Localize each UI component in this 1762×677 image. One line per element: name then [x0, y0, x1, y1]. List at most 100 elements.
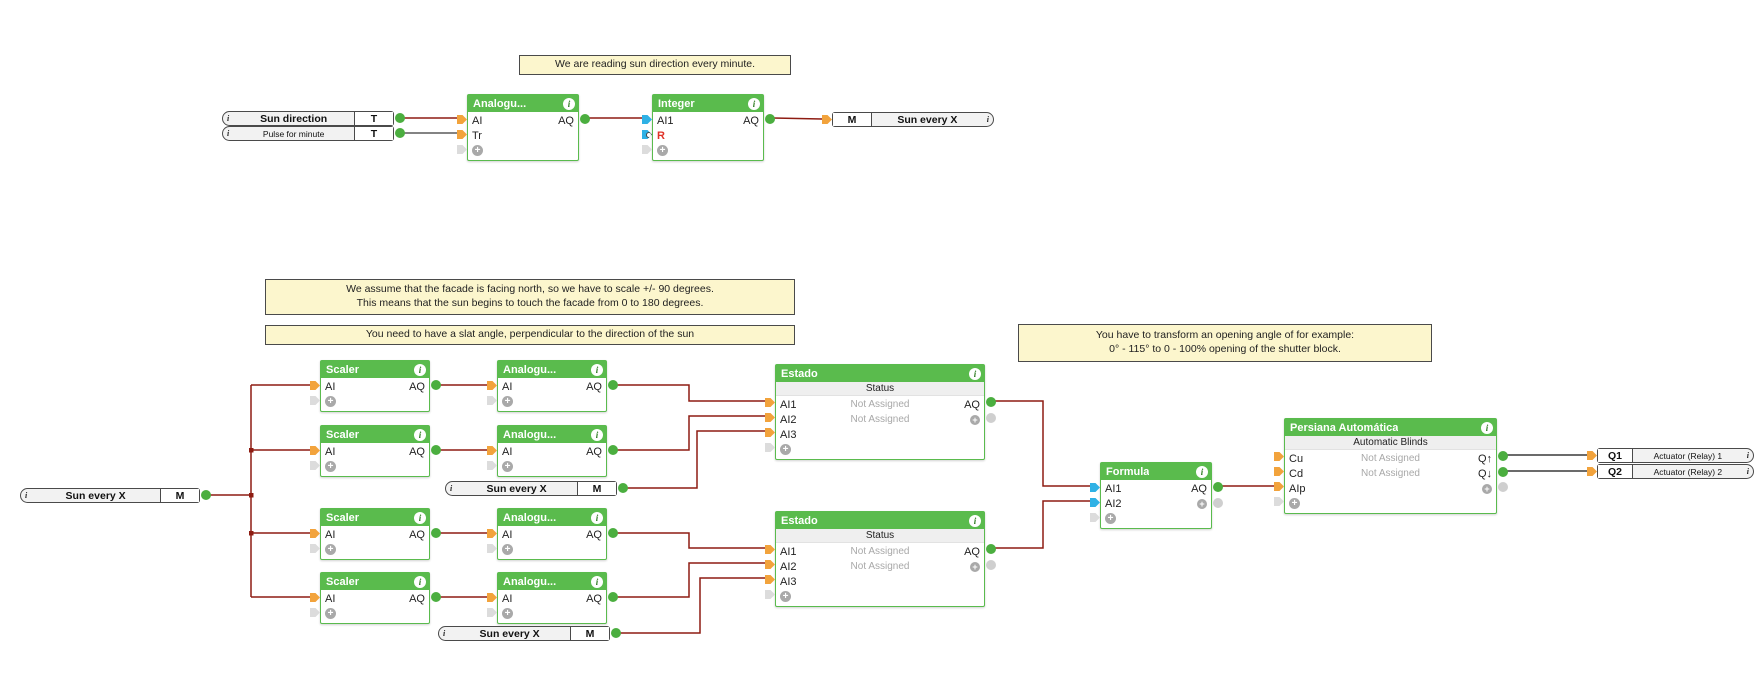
input-connector[interactable]	[310, 381, 320, 390]
info-icon[interactable]: i	[591, 575, 603, 588]
input-connector[interactable]	[487, 446, 497, 455]
info-icon[interactable]: i	[748, 97, 760, 110]
output-connector[interactable]	[765, 114, 775, 124]
pill-sun-direction[interactable]: i Sun direction T	[222, 111, 405, 126]
info-icon[interactable]: i	[591, 511, 603, 524]
input-connector[interactable]	[457, 145, 467, 154]
wire[interactable]	[994, 500, 1090, 549]
input-connector[interactable]	[1274, 497, 1284, 506]
note-slat-angle[interactable]: You need to have a slat angle, perpendic…	[265, 325, 795, 345]
input-connector[interactable]	[765, 560, 775, 569]
input-connector[interactable]	[765, 398, 775, 407]
info-icon[interactable]: i	[969, 367, 981, 380]
input-connector[interactable]	[1274, 467, 1284, 476]
plus-icon[interactable]: +	[657, 145, 668, 156]
plus-icon[interactable]: +	[970, 561, 980, 572]
input-connector[interactable]	[1090, 498, 1100, 507]
input-connector[interactable]	[487, 608, 497, 617]
wire[interactable]	[994, 400, 1090, 487]
input-connector[interactable]	[765, 443, 775, 452]
plus-icon[interactable]: +	[325, 544, 336, 555]
output-connector[interactable]	[1498, 467, 1508, 477]
input-connector[interactable]	[310, 396, 320, 405]
input-connector[interactable]	[310, 529, 320, 538]
plus-icon[interactable]: +	[1289, 498, 1300, 509]
output-connector[interactable]	[608, 445, 618, 455]
output-connector[interactable]	[1498, 482, 1508, 492]
plus-icon[interactable]: +	[1197, 498, 1207, 509]
input-connector[interactable]	[310, 446, 320, 455]
input-connector[interactable]	[487, 396, 497, 405]
output-connector[interactable]	[431, 380, 441, 390]
wire[interactable]	[616, 384, 765, 402]
input-connector[interactable]	[457, 115, 467, 124]
wire[interactable]	[772, 117, 823, 120]
output-connector[interactable]	[608, 380, 618, 390]
input-connector[interactable]	[642, 145, 652, 154]
plus-icon[interactable]: +	[780, 591, 791, 602]
info-icon[interactable]: i	[591, 363, 603, 376]
input-connector-negated[interactable]	[642, 130, 652, 139]
plus-icon[interactable]: +	[970, 414, 980, 425]
output-connector[interactable]	[986, 413, 996, 423]
info-icon[interactable]: i	[969, 514, 981, 527]
output-connector[interactable]	[608, 592, 618, 602]
input-connector[interactable]	[487, 461, 497, 470]
pill-actuator-relay-1[interactable]: Q1 Actuator (Relay) 1 i	[1587, 448, 1754, 463]
plus-icon[interactable]: +	[780, 444, 791, 455]
info-icon[interactable]: i	[414, 428, 426, 441]
info-icon[interactable]: i	[1196, 465, 1208, 478]
pill-sun-every-x-left[interactable]: i Sun every X M	[20, 488, 211, 503]
input-connector[interactable]	[1274, 452, 1284, 461]
plus-icon[interactable]: +	[502, 544, 513, 555]
info-icon[interactable]: i	[591, 428, 603, 441]
output-connector[interactable]	[986, 397, 996, 407]
pill-sun-every-x-mid[interactable]: i Sun every X M	[445, 481, 628, 496]
info-icon[interactable]: i	[563, 97, 575, 110]
output-connector[interactable]	[618, 483, 628, 493]
input-connector[interactable]	[642, 115, 652, 124]
plus-icon[interactable]: +	[1482, 483, 1492, 494]
plus-icon[interactable]: +	[1105, 513, 1116, 524]
input-connector[interactable]	[765, 590, 775, 599]
output-connector[interactable]	[608, 528, 618, 538]
output-connector[interactable]	[1213, 482, 1223, 492]
output-connector[interactable]	[611, 628, 621, 638]
wire[interactable]	[616, 562, 765, 598]
input-connector[interactable]	[310, 593, 320, 602]
plus-icon[interactable]: +	[502, 461, 513, 472]
input-connector[interactable]	[822, 115, 832, 124]
output-connector[interactable]	[201, 490, 211, 500]
input-connector[interactable]	[1587, 451, 1597, 460]
input-connector[interactable]	[765, 413, 775, 422]
output-connector[interactable]	[431, 528, 441, 538]
output-connector[interactable]	[431, 445, 441, 455]
output-connector[interactable]	[431, 592, 441, 602]
wire[interactable]	[616, 415, 765, 451]
info-icon[interactable]: i	[414, 511, 426, 524]
input-connector[interactable]	[457, 130, 467, 139]
wire[interactable]	[618, 577, 765, 634]
plus-icon[interactable]: +	[325, 608, 336, 619]
info-icon[interactable]: i	[414, 363, 426, 376]
plus-icon[interactable]: +	[472, 145, 483, 156]
input-connector[interactable]	[765, 575, 775, 584]
info-icon[interactable]: i	[414, 575, 426, 588]
pill-sun-every-x-out[interactable]: M Sun every X i	[822, 112, 994, 127]
output-connector[interactable]	[395, 113, 405, 123]
pill-pulse-for-minute[interactable]: i Pulse for minute T	[222, 126, 405, 141]
input-connector[interactable]	[310, 608, 320, 617]
output-connector[interactable]	[1213, 498, 1223, 508]
note-facade[interactable]: We assume that the facade is facing nort…	[265, 279, 795, 315]
